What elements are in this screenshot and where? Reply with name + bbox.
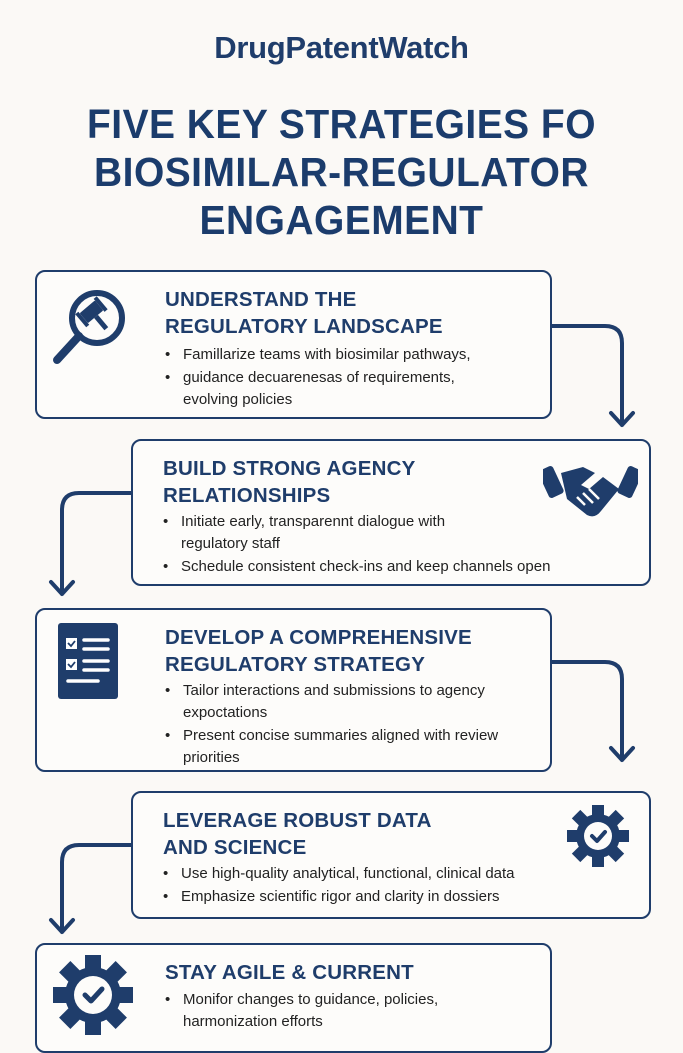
bullet-item: Use high-quality analytical, functional,… [163, 863, 603, 885]
bullet-list: Use high-quality analytical, functional,… [163, 863, 603, 909]
strategy-card-3: DEVELOP A COMPREHENSIVEREGULATORY STRATE… [35, 608, 552, 772]
checklist-icon [58, 623, 118, 699]
card-title: BUILD STRONG AGENCYRELATIONSHIPS [163, 455, 415, 509]
connector-arrow [551, 662, 633, 760]
bullet-item: Monifor changes to guidance, policies, h… [165, 989, 485, 1033]
card-title: LEVERAGE ROBUST DATAAND SCIENCE [163, 807, 432, 861]
bullet-list: Monifor changes to guidance, policies, h… [165, 989, 485, 1034]
connector-arrow [51, 493, 131, 594]
connector-arrow [551, 326, 633, 425]
strategy-card-4: LEVERAGE ROBUST DATAAND SCIENCE Use high… [131, 791, 651, 919]
bullet-item: Present concise summaries aligned with r… [165, 725, 540, 769]
magnifier-gavel-icon [49, 286, 129, 366]
strategy-card-5: STAY AGILE & CURRENT Monifor changes to … [35, 943, 552, 1053]
strategy-card-1: UNDERSTAND THEREGULATORY LANDSCAPE Famil… [35, 270, 552, 419]
bullet-list: Famillarize teams with biosimilar pathwa… [165, 344, 535, 412]
bullet-item: Initiate early, transparennt dialogue wi… [163, 511, 451, 555]
strategy-card-2: BUILD STRONG AGENCYRELATIONSHIPS Initiat… [131, 439, 651, 586]
bullet-list: Initiate early, transparennt dialogue wi… [163, 511, 593, 579]
bullet-item: Tailor interactions and submissions to a… [165, 680, 540, 724]
connector-arrow [51, 845, 131, 932]
card-title: STAY AGILE & CURRENT [165, 959, 414, 986]
bullet-item: Famillarize teams with biosimilar pathwa… [165, 344, 535, 366]
bullet-list: Tailor interactions and submissions to a… [165, 680, 540, 770]
gear-check-icon [53, 955, 133, 1035]
gear-check-icon [567, 805, 629, 867]
bullet-item: guidance decuarenesas of requirements, e… [165, 367, 493, 411]
bullet-item: Emphasize scientific rigor and clarity i… [163, 886, 603, 908]
card-title: UNDERSTAND THEREGULATORY LANDSCAPE [165, 286, 443, 340]
card-title: DEVELOP A COMPREHENSIVEREGULATORY STRATE… [165, 624, 472, 678]
bullet-item: Schedule consistent check-ins and keep c… [163, 556, 593, 578]
